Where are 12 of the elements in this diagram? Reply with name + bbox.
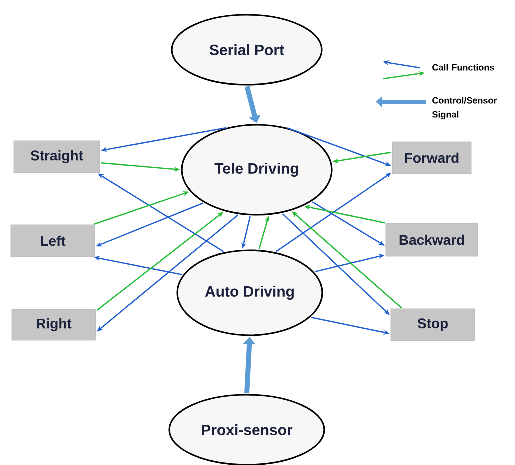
command-box: Right (12, 309, 96, 341)
ellipse-node: Tele Driving (181, 124, 333, 216)
legend-text: Call Functions (432, 64, 494, 71)
command-box: Forward (392, 142, 472, 174)
legend-text: Control/Sensor Signal (432, 97, 498, 120)
command-box: Left (10, 224, 96, 258)
ellipse-node: Serial Port (171, 14, 323, 86)
ellipse-node: Auto Driving (176, 250, 324, 336)
command-box: Straight (14, 140, 100, 174)
command-box: Backward (386, 223, 478, 257)
ellipse-node: Proxi-sensor (168, 394, 326, 465)
command-box: Stop (390, 308, 476, 342)
